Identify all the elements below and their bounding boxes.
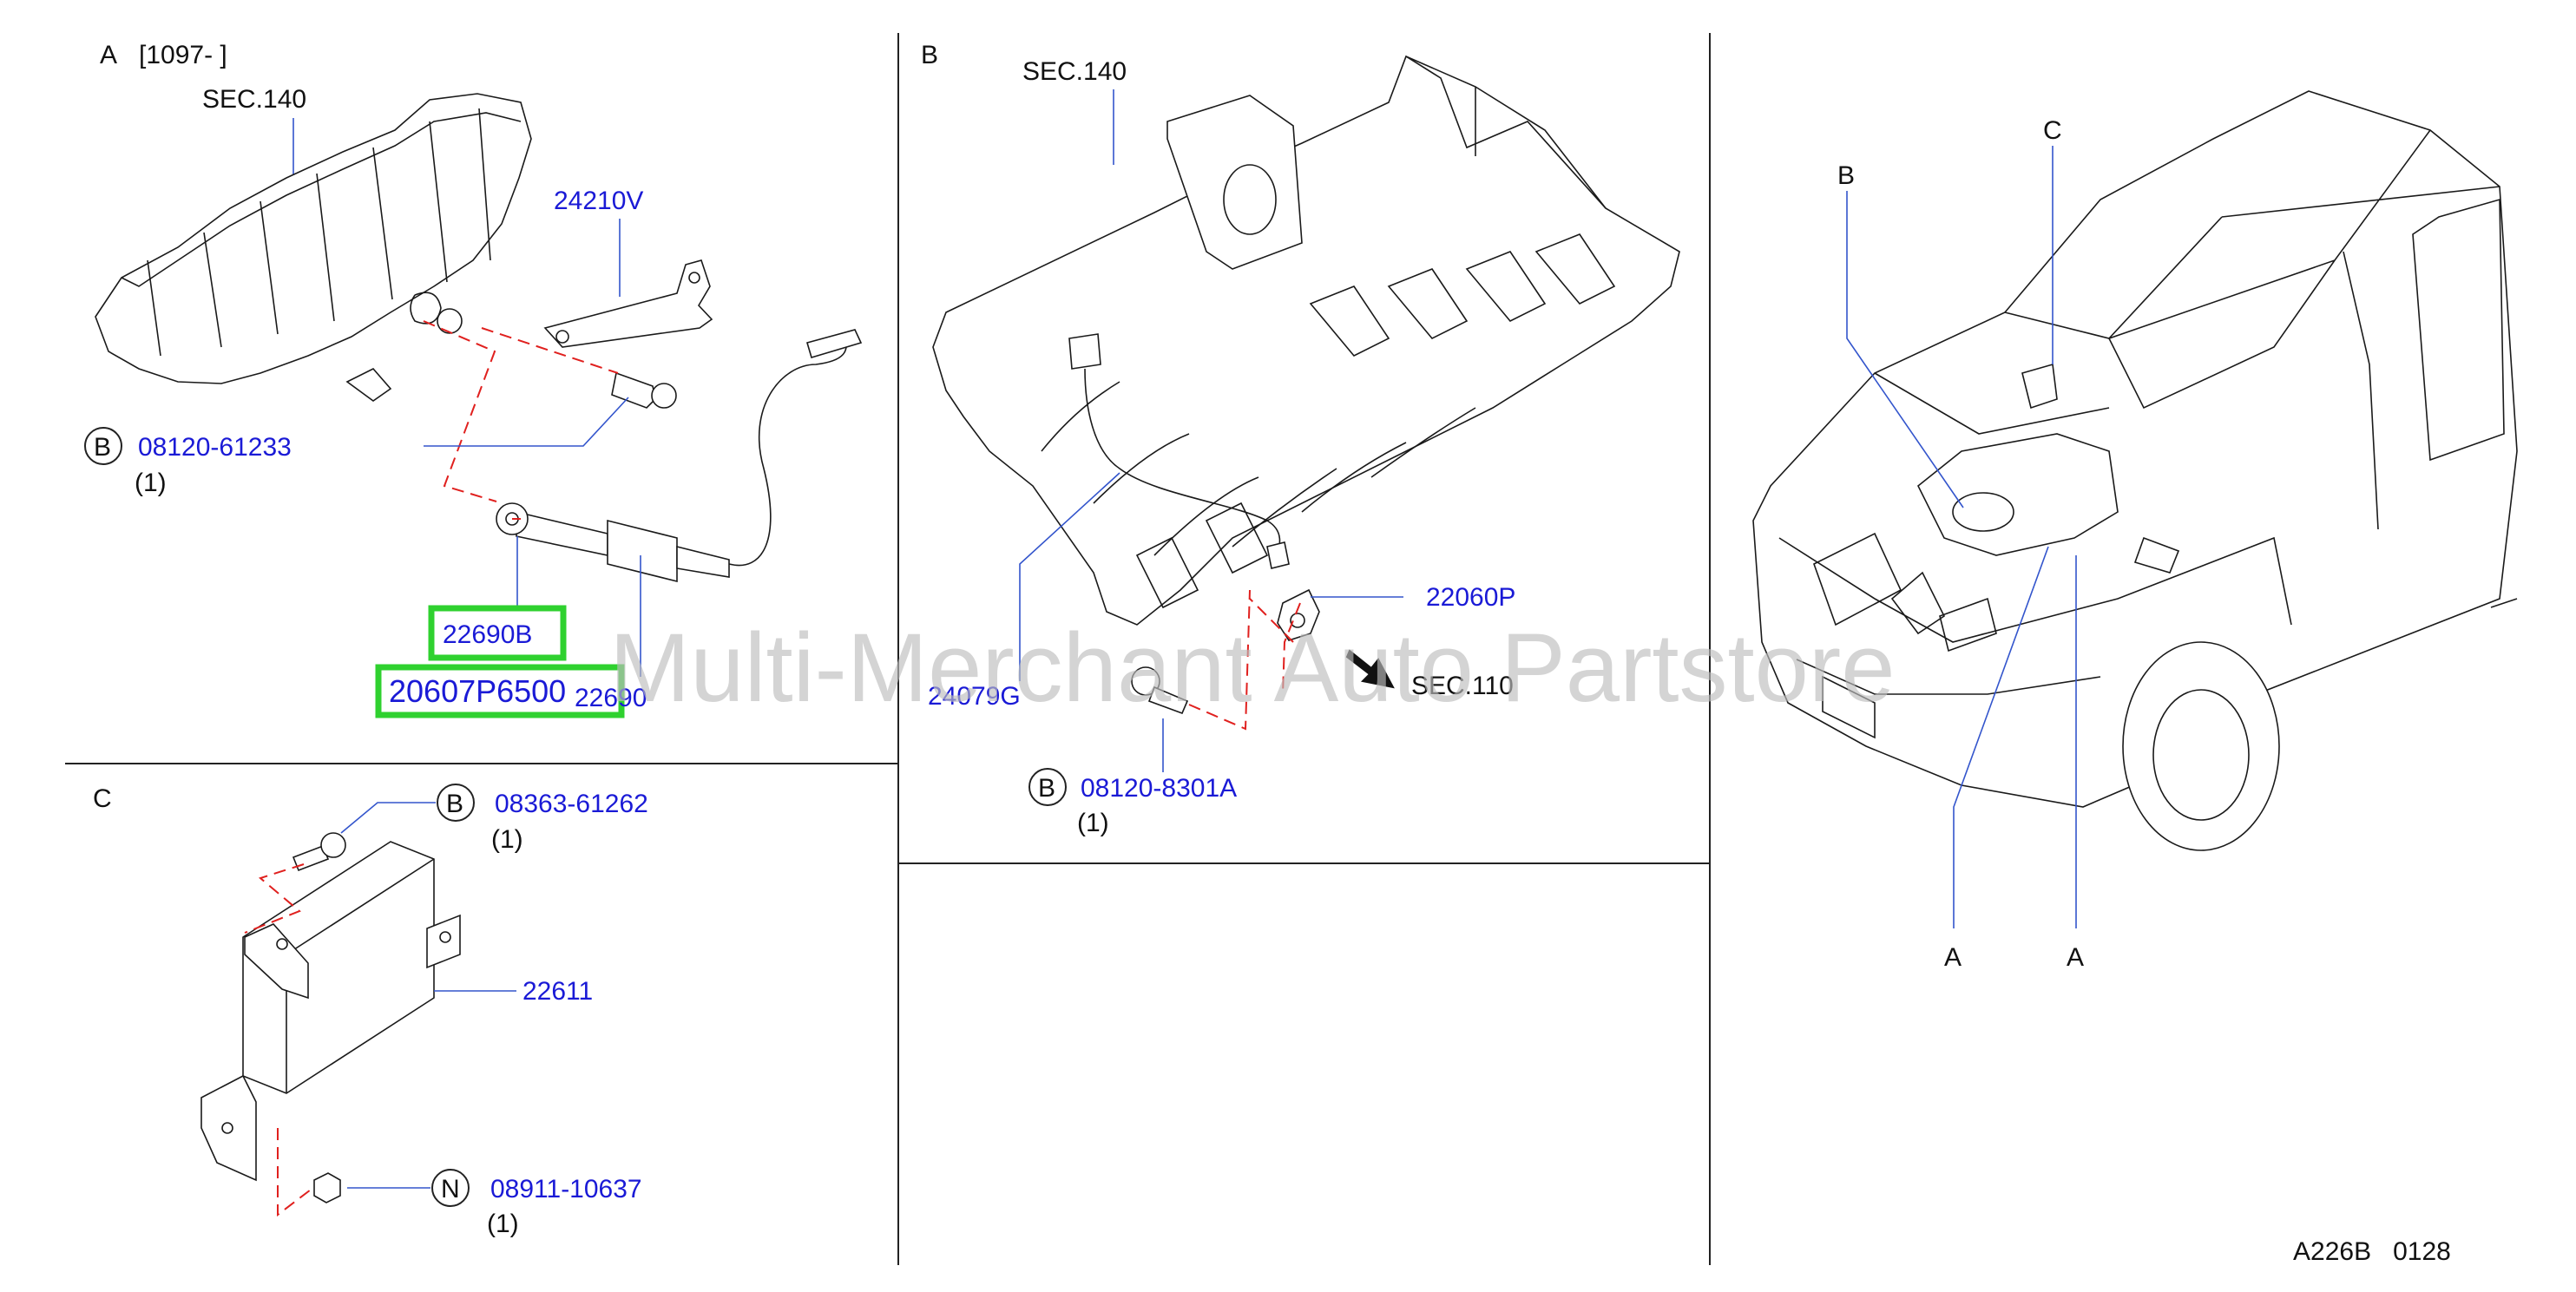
part-08120-8301a-label[interactable]: 08120-8301A [1081, 774, 1237, 803]
panel-a: A [1097- ] SEC.140 24210V [84, 41, 863, 718]
vehicle-panel: B C A A [1752, 90, 2518, 972]
panel-b-b-letter: B [1038, 774, 1055, 803]
part-24210v-label[interactable]: 24210V [554, 187, 643, 215]
part-08911-10637-label[interactable]: 08911-10637 [490, 1175, 642, 1203]
part-24079g-label[interactable]: 24079G [928, 682, 1021, 711]
panel-dividers [65, 33, 1711, 1265]
panel-b: B SEC.140 24079G 22060P SE [921, 41, 1680, 837]
part-08120-8301a-qty: (1) [1077, 809, 1109, 837]
vehicle-b-leader [1846, 191, 1964, 508]
panel-c-n-letter: N [441, 1175, 460, 1203]
part-08120-61233-leader [424, 397, 629, 447]
panel-c-b-letter: B [446, 790, 463, 818]
panel-c-label: C [93, 784, 112, 813]
vehicle-drawing [1752, 90, 2518, 851]
panel-a-b-circle [84, 427, 122, 465]
vehicle-c-label: C [2043, 116, 2062, 145]
panel-b-sec110: SEC.110 [1411, 672, 1514, 700]
panel-a-range: [1097- ] [139, 41, 227, 69]
panel-c-n-circle [431, 1169, 470, 1207]
part-22611-label[interactable]: 22611 [522, 977, 593, 1006]
intake-manifold-drawing [932, 55, 1680, 626]
ecm-22611-drawing [200, 841, 461, 1182]
panel-a-b-letter: B [94, 433, 111, 462]
panel-c-assembly-lines [244, 863, 315, 1217]
bolt-drawing [611, 371, 677, 409]
part-20607p6500-highlight [375, 664, 625, 718]
panel-b-assembly-lines [1188, 589, 1301, 731]
part-08363-61262-label[interactable]: 08363-61262 [495, 790, 648, 818]
part-08363-61262-qty: (1) [491, 825, 523, 854]
panel-b-bolt-drawing [1131, 666, 1189, 715]
part-22690-label[interactable]: 22690 [575, 684, 647, 712]
panel-b-sec140: SEC.140 [1022, 57, 1127, 86]
panel-a-assembly-lines [423, 320, 619, 520]
part-22060p-label[interactable]: 22060P [1426, 583, 1515, 612]
part-24079g-leader [1019, 472, 1120, 681]
vehicle-b-label: B [1837, 161, 1855, 190]
vehicle-a2-label: A [2067, 943, 2084, 972]
bracket-24210v-drawing [543, 259, 713, 348]
knock-sensor-drawing [1277, 588, 1320, 641]
sec110-arrow-icon [1345, 649, 1395, 689]
part-08120-61233-label[interactable]: 08120-61233 [138, 433, 292, 462]
panel-c-b-circle [437, 784, 475, 822]
watermark: Multi-Merchant Auto Partstore [609, 613, 1895, 722]
panel-a-label: A [100, 41, 117, 69]
part-08120-61233-qty: (1) [135, 469, 167, 497]
vehicle-a1-label: A [1944, 943, 1962, 972]
panel-c-bolt-leader [340, 802, 436, 834]
part-20607p6500-label[interactable]: 20607P6500 [389, 673, 566, 709]
part-22690b-label[interactable]: 22690B [443, 620, 532, 649]
panel-b-b-circle [1028, 768, 1067, 806]
vehicle-a1-leader [1953, 546, 2049, 928]
footer-code: A226B 0128 [2293, 1237, 2451, 1266]
panel-b-label: B [921, 41, 938, 69]
part-22690b-highlight [428, 605, 567, 661]
oxygen-sensor-drawing [496, 329, 863, 583]
panel-c-nut-drawing [313, 1172, 341, 1203]
harness-24079g-drawing [1068, 333, 1290, 569]
panel-a-sec140: SEC.140 [202, 85, 306, 114]
heat-shield-drawing [95, 93, 532, 402]
panel-c: C B 08363-61262 (1) 22611 N [93, 784, 648, 1238]
part-08911-10637-qty: (1) [487, 1210, 519, 1238]
